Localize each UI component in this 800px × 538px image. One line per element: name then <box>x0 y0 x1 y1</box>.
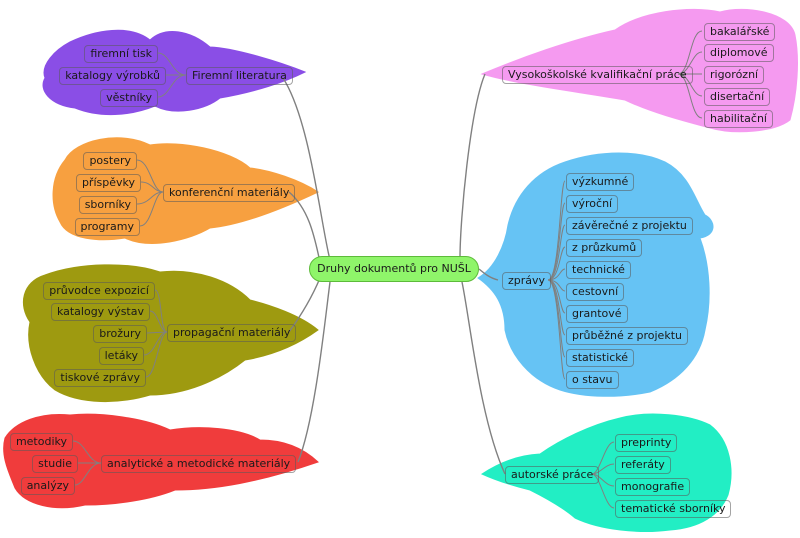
konference-item[interactable]: programy <box>74 218 140 236</box>
zpravy-bubble <box>477 152 714 397</box>
propagacni-item[interactable]: tiskové zprávy <box>54 369 146 387</box>
zpravy-item[interactable]: statistické <box>566 349 635 367</box>
propagacni-item[interactable]: brožury <box>93 325 147 343</box>
branch-label-konference[interactable]: konferenční materiály <box>163 184 296 202</box>
autorske-item[interactable]: referáty <box>615 456 671 474</box>
zpravy-item[interactable]: výzkumné <box>566 173 635 191</box>
branch-label-zpravy[interactable]: zprávy <box>502 272 552 290</box>
branch-label-autorske[interactable]: autorské práce <box>505 466 600 484</box>
autorske-item[interactable]: preprinty <box>615 434 678 452</box>
vskp-item[interactable]: diplomové <box>704 44 774 62</box>
central-topic[interactable]: Druhy dokumentů pro NUŠL <box>309 256 479 282</box>
branch-label-analyticke[interactable]: analytické a metodické materiály <box>101 455 297 473</box>
firemni-item[interactable]: firemní tisk <box>84 45 158 63</box>
autorske-bubble <box>480 413 732 532</box>
firemni-bubble <box>42 29 307 115</box>
zpravy-item[interactable]: výroční <box>566 195 619 213</box>
vskp-item[interactable]: bakalářské <box>704 23 776 41</box>
konference-item[interactable]: postery <box>83 152 137 170</box>
vskp-item[interactable]: habilitační <box>704 110 773 128</box>
zpravy-item[interactable]: průběžné z projektu <box>566 327 688 345</box>
konference-item[interactable]: sborníky <box>78 196 137 214</box>
propagacni-item[interactable]: katalogy výstav <box>50 303 150 321</box>
branch-label-vskp[interactable]: Vysokoškolské kvalifikační práce <box>502 66 693 84</box>
zpravy-item[interactable]: grantové <box>566 305 628 323</box>
branch-label-propagacni[interactable]: propagační materiály <box>167 324 297 342</box>
konference-bubble <box>52 137 320 244</box>
firemni-item[interactable]: věstníky <box>100 89 158 107</box>
zpravy-item[interactable]: z průzkumů <box>566 239 643 257</box>
vskp-bubble <box>480 8 798 133</box>
zpravy-item[interactable]: cestovní <box>566 283 625 301</box>
analyticke-item[interactable]: metodiky <box>9 433 73 451</box>
zpravy-item[interactable]: o stavu <box>566 371 619 389</box>
analyticke-bubble <box>3 413 319 509</box>
analyticke-item[interactable]: analýzy <box>20 477 75 495</box>
zpravy-item[interactable]: závěrečné z projektu <box>566 217 693 235</box>
vskp-item[interactable]: disertační <box>704 88 771 106</box>
propagacni-item[interactable]: průvodce expozicí <box>43 282 155 300</box>
zpravy-item[interactable]: technické <box>566 261 631 279</box>
autorske-item[interactable]: monografie <box>615 478 691 496</box>
propagacni-item[interactable]: letáky <box>98 347 144 365</box>
firemni-item[interactable]: katalogy výrobků <box>59 67 166 85</box>
analyticke-item[interactable]: studie <box>32 455 78 473</box>
branch-label-firemni[interactable]: Firemní literatura <box>186 67 293 85</box>
konference-item[interactable]: příspěvky <box>75 174 141 192</box>
vskp-item[interactable]: rigorózní <box>704 66 765 84</box>
autorske-item[interactable]: tematické sborníky <box>615 500 732 518</box>
